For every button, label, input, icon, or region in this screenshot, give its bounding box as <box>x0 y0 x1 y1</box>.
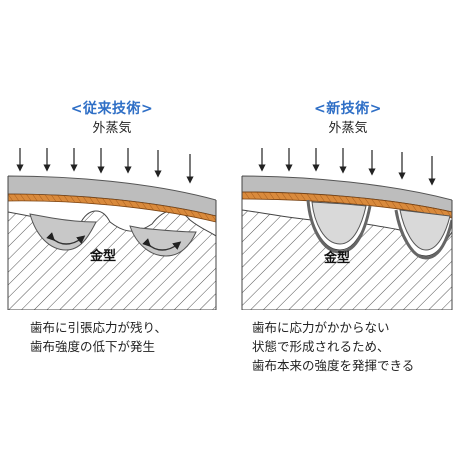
left-stress-arrow-1 <box>46 232 86 245</box>
right-tooth-outline-2 <box>394 209 452 260</box>
left-stress-arrow-2 <box>142 238 182 251</box>
right-tooth-2 <box>399 209 451 251</box>
left-steam-label: 外蒸気 <box>92 121 132 136</box>
right-mold-label: 金型 <box>323 250 350 266</box>
right-caption-line: 状態で形成されるため、 <box>252 339 390 354</box>
right-caption: 歯布に応力がかからない 状態で形成されるため、 歯布本来の強度を発揮できる <box>252 318 414 375</box>
left-caption-line: 歯布に引張応力が残り、 <box>30 320 168 335</box>
right-tooth-1 <box>311 201 367 245</box>
right-frame <box>241 176 453 310</box>
right-caption-line: 歯布に応力がかからない <box>252 320 390 335</box>
left-title: <従来技術> <box>70 101 154 117</box>
left-steam-arrows <box>16 148 194 184</box>
left-fabric-layer <box>8 193 216 223</box>
left-frame <box>7 176 217 310</box>
left-caption-line: 歯布強度の低下が発生 <box>30 339 156 354</box>
left-caption: 歯布に引張応力が残り、 歯布強度の低下が発生 <box>30 318 167 356</box>
right-fabric-layer <box>242 191 452 219</box>
left-panel <box>8 175 216 310</box>
right-panel <box>242 175 452 310</box>
right-steam-label: 外蒸気 <box>328 121 368 136</box>
left-mold-label: 金型 <box>89 248 116 264</box>
right-tooth-outline-1 <box>306 199 372 254</box>
right-title: <新技術> <box>314 101 382 117</box>
right-steam-arrows <box>258 148 436 186</box>
right-caption-line: 歯布本来の強度を発揮できる <box>252 358 415 373</box>
